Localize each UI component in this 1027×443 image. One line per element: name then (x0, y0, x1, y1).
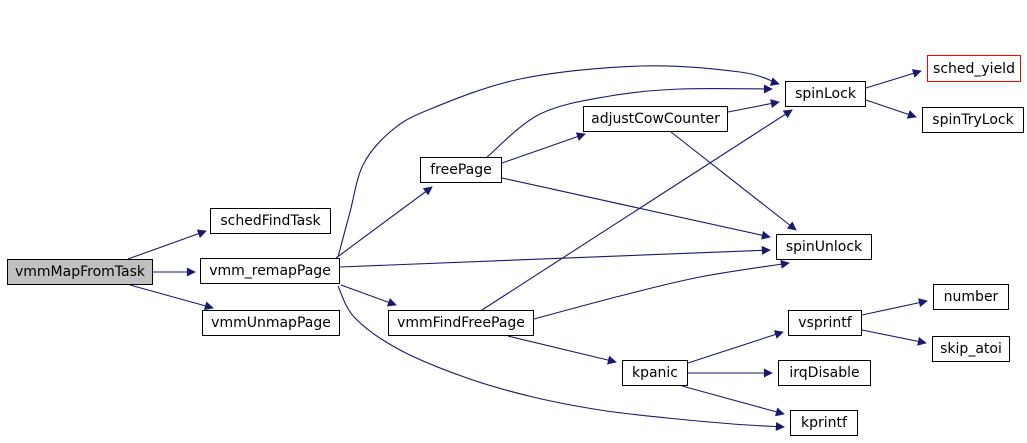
node-spinUnlock[interactable]: spinUnlock (776, 234, 872, 260)
node-sched_yield[interactable]: sched_yield (927, 55, 1021, 82)
edge-vmmFindFreePage-spinLock (481, 109, 793, 311)
edge-vmm_remapPage-kprintf (337, 285, 785, 432)
edge-vmmFindFreePage-kpanic (507, 335, 617, 365)
node-schedFindTask[interactable]: schedFindTask (210, 208, 331, 234)
node-vmmMapFromTask[interactable]: vmmMapFromTask (7, 259, 153, 285)
edge-vsprintf-number (861, 298, 928, 316)
node-number[interactable]: number (933, 284, 1009, 310)
edge-kpanic-vsprintf (687, 330, 784, 364)
edge-vmmMapFromTask-vmmUnmapPage (129, 284, 214, 311)
edge-spinLock-spinTryLock (865, 99, 917, 119)
node-vmm_remapPage[interactable]: vmm_remapPage (200, 258, 340, 284)
edge-kpanic-kprintf (681, 385, 785, 417)
node-kpanic[interactable]: kpanic (622, 360, 688, 386)
node-vsprintf[interactable]: vsprintf (788, 310, 862, 336)
node-irqDisable[interactable]: irqDisable (778, 360, 871, 386)
node-vmmFindFreePage[interactable]: vmmFindFreePage (388, 310, 534, 336)
edge-vmm_remapPage-spinUnlock (339, 245, 771, 268)
edge-vsprintf-skip_atoi (861, 329, 927, 346)
node-vmmUnmapPage[interactable]: vmmUnmapPage (202, 310, 340, 336)
edge-freePage-spinUnlock (501, 177, 771, 240)
edge-vmmFindFreePage-spinUnlock (533, 259, 790, 320)
edge-vmm_remapPage-vmmFindFreePage (340, 284, 397, 307)
node-skip_atoi[interactable]: skip_atoi (932, 336, 1010, 362)
edge-freePage-adjustCowCounter (501, 132, 586, 164)
edge-spinLock-sched_yield (865, 69, 922, 89)
node-kprintf[interactable]: kprintf (790, 410, 858, 436)
node-spinLock[interactable]: spinLock (785, 81, 866, 107)
node-spinTryLock[interactable]: spinTryLock (922, 107, 1024, 133)
edge-freePage-spinLock (486, 84, 773, 158)
edge-adjustCowCounter-spinUnlock (670, 131, 797, 231)
node-adjustCowCounter[interactable]: adjustCowCounter (583, 106, 728, 132)
edge-vmmMapFromTask-schedFindTask (127, 229, 207, 260)
node-freePage[interactable]: freePage (420, 157, 502, 183)
edge-vmm_remapPage-freePage (335, 186, 433, 259)
edge-vmm_remapPage-spinLock (337, 65, 780, 258)
edge-adjustCowCounter-spinLock (727, 99, 780, 113)
